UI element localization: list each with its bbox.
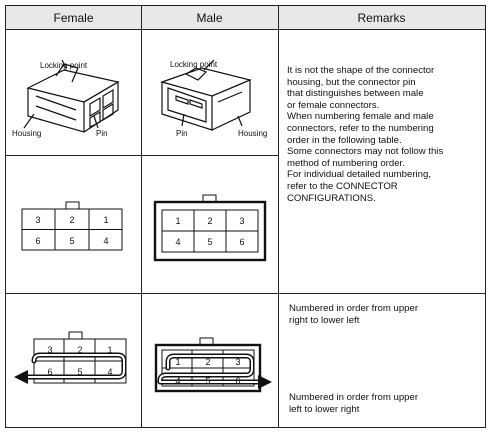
female-order-pin-label: 6 xyxy=(47,367,52,377)
female-pin-grid: 3 2 1 6 5 4 xyxy=(21,201,123,251)
remarks-general-text: It is not the shape of the connector hou… xyxy=(287,65,444,204)
female-order-pin-label: 5 xyxy=(77,367,82,377)
header-female: Female xyxy=(6,6,141,30)
remarks-male-order-text: Numbered in order from upper left to low… xyxy=(289,392,419,415)
female-numbering-order-cell: 3 2 1 6 5 4 xyxy=(6,294,141,427)
male-numbering-order-diagram: 1 2 3 4 5 6 xyxy=(154,337,272,393)
male-pin-label: 5 xyxy=(207,237,212,247)
female-pin-label: Pin xyxy=(96,129,108,138)
row-divider xyxy=(6,293,485,294)
female-order-pin-label: 1 xyxy=(107,345,112,355)
female-pin-label: 2 xyxy=(69,215,74,225)
row-divider xyxy=(6,155,278,156)
remarks-female-order-text: Numbered in order from upper right to lo… xyxy=(289,303,419,326)
male-order-pin-label: 6 xyxy=(235,376,240,386)
male-pin-grid-cell: 1 2 3 4 5 6 xyxy=(142,156,278,293)
connector-table: Female Male Remarks xyxy=(5,5,486,428)
female-order-arrowhead-icon xyxy=(14,370,28,384)
female-pin-label: 4 xyxy=(103,236,108,246)
column-divider xyxy=(141,6,142,427)
header-remarks: Remarks xyxy=(278,6,485,30)
male-pin-label: 4 xyxy=(175,237,180,247)
male-connector-sketch xyxy=(160,59,252,131)
female-order-pin-label: 3 xyxy=(47,345,52,355)
female-connector-sketch xyxy=(23,59,120,133)
male-order-pin-label: 5 xyxy=(205,376,210,386)
male-order-pin-label: 1 xyxy=(175,357,180,367)
female-pin-grid-cell: 3 2 1 6 5 4 xyxy=(6,156,141,293)
male-pin-label: 2 xyxy=(207,216,212,226)
female-pin-label: 6 xyxy=(35,236,40,246)
female-pin-label: 3 xyxy=(35,215,40,225)
male-housing-label: Housing xyxy=(238,129,268,138)
male-numbering-order-cell: 1 2 3 4 5 6 xyxy=(142,294,278,427)
male-connector-sketch-cell: Locking point Pin Housing xyxy=(142,30,278,155)
male-order-pin-label: 4 xyxy=(175,376,180,386)
male-pin-label: 1 xyxy=(175,216,180,226)
male-order-pin-label: 3 xyxy=(235,357,240,367)
female-pin-label: 1 xyxy=(103,215,108,225)
header-male: Male xyxy=(141,6,278,30)
male-pin-label: 6 xyxy=(239,237,244,247)
male-pin-grid: 1 2 3 4 5 6 xyxy=(153,194,267,262)
female-numbering-order-diagram: 3 2 1 6 5 4 xyxy=(14,331,127,384)
female-order-pin-label: 2 xyxy=(77,345,82,355)
male-pin-label: 3 xyxy=(239,216,244,226)
male-order-pin-label: 2 xyxy=(205,357,210,367)
female-pin-label: 5 xyxy=(69,236,74,246)
female-locking-point-label: Locking point xyxy=(40,61,88,70)
female-housing-label: Housing xyxy=(12,129,42,138)
male-pin-label: Pin xyxy=(176,129,188,138)
female-order-pin-label: 4 xyxy=(107,367,112,377)
male-locking-point-label: Locking point xyxy=(170,60,218,69)
column-divider xyxy=(278,6,279,427)
female-connector-sketch-cell: Locking point Housing Pin xyxy=(6,30,141,155)
male-order-arrowhead-icon xyxy=(258,375,272,389)
